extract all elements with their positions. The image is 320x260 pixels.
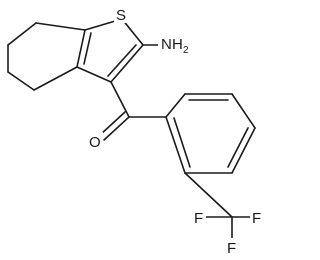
bond-c2-c3 [110, 44, 144, 83]
fluorine-bottom-label: F [227, 240, 236, 257]
atom-sulfur: S [114, 6, 129, 24]
bond-c3a-c7a-double [83, 32, 92, 65]
benzene-ring [165, 93, 256, 174]
bond-ccarbonyl-o-double [99, 111, 126, 136]
bond-ar6-cf3 [184, 172, 233, 218]
bond-ar4-ar5 [231, 127, 256, 174]
amino-h-label: H [172, 36, 183, 53]
bond-ar4-ar5-double [227, 127, 249, 168]
trifluoromethyl-group [184, 172, 253, 241]
bond-ccarbonyl-o [103, 116, 130, 141]
bond-c3-ccarbonyl [110, 81, 130, 118]
bond-c4-c3a [33, 66, 78, 91]
amino-n-label: N [161, 36, 172, 53]
bond-ar1-ar2 [165, 93, 186, 118]
structural-formula: S N H 2 O F F F [7, 6, 264, 257]
bond-s-c2 [121, 18, 144, 46]
oxygen-label: O [89, 134, 101, 151]
bond-ar6-ar1 [165, 116, 186, 174]
bond-ar3-ar4 [231, 93, 256, 129]
atom-oxygen: O [87, 132, 103, 151]
bond-c5-c4 [7, 71, 35, 91]
bond-c3a-c7a [76, 29, 86, 68]
bond-c2-c3-double [107, 44, 137, 77]
amino-h-count: 2 [183, 45, 189, 56]
sulfur-label: S [116, 7, 126, 24]
atom-fluorine-bottom: F [225, 238, 239, 257]
bond-c7a-c7 [35, 22, 86, 31]
bond-ar6-ar1-double [173, 117, 191, 168]
cyclohexane-ring [7, 22, 86, 91]
carbonyl-group [99, 81, 167, 141]
atom-fluorine-right: F [250, 208, 264, 227]
fluorine-right-label: F [252, 210, 261, 227]
bond-c7-c6 [7, 22, 37, 46]
structure-canvas: S N H 2 O F F F [7, 6, 264, 257]
atom-amino: N H 2 [158, 34, 198, 56]
bond-c3-c3a [76, 66, 112, 83]
thiophene-ring [76, 18, 144, 83]
fluorine-left-label: F [194, 210, 203, 227]
atom-fluorine-left: F [192, 208, 206, 227]
